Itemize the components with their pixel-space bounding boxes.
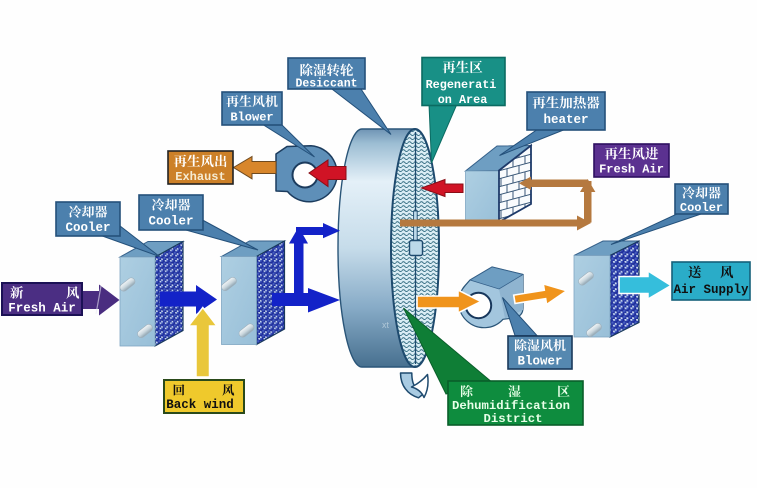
svg-text:Exhaust: Exhaust xyxy=(175,170,225,184)
svg-text:Cooler: Cooler xyxy=(148,215,193,229)
svg-text:heater: heater xyxy=(543,113,588,127)
svg-text:Air Supply: Air Supply xyxy=(673,283,749,297)
svg-text:Regenerati: Regenerati xyxy=(426,78,497,92)
svg-text:Blower: Blower xyxy=(517,355,562,369)
svg-text:Fresh Air: Fresh Air xyxy=(599,163,664,177)
svg-text:Desiccant: Desiccant xyxy=(295,78,357,91)
svg-text:xt: xt xyxy=(382,320,390,330)
svg-text:Blower: Blower xyxy=(230,111,273,125)
svg-text:Back wind: Back wind xyxy=(166,398,234,412)
svg-text:Cooler: Cooler xyxy=(680,201,723,215)
svg-text:Cooler: Cooler xyxy=(65,221,110,235)
svg-text:Dehumidification: Dehumidification xyxy=(452,399,570,413)
svg-text:on Area: on Area xyxy=(438,93,488,107)
svg-text:Fresh Air: Fresh Air xyxy=(8,302,76,316)
svg-text:District: District xyxy=(483,412,542,426)
